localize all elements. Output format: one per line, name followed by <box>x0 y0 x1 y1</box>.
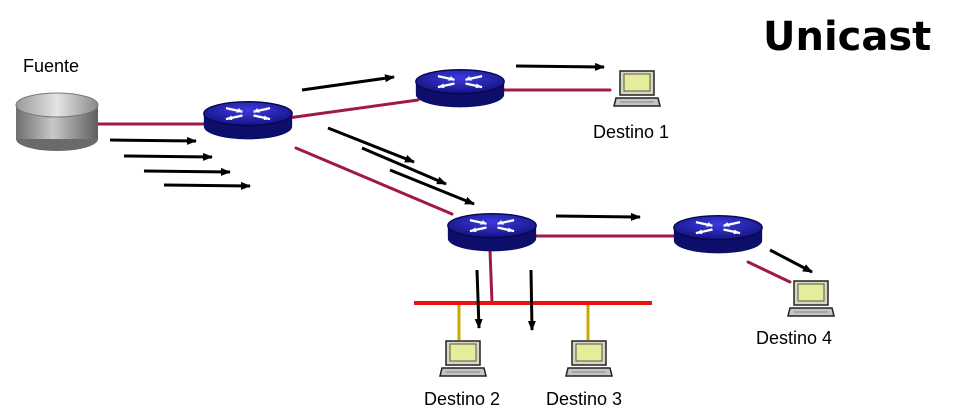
label-destino-1: Destino 1 <box>593 122 669 142</box>
arrow-c-to-d <box>555 212 641 221</box>
dest4-laptop-icon <box>787 280 835 317</box>
label-destino-3: Destino 3 <box>546 389 622 409</box>
link-router-a-router-b <box>286 98 420 120</box>
arrow-source-1 <box>109 136 197 145</box>
arrow-a-to-c-1 <box>327 126 415 164</box>
arrow-c-to-dest2 <box>474 269 483 329</box>
router-d-icon <box>672 214 764 255</box>
arrow-a-to-b <box>301 74 395 92</box>
arrow-b-to-dest1 <box>515 62 605 71</box>
arrow-a-to-c-3 <box>389 168 475 206</box>
link-router-a-router-c <box>294 146 454 216</box>
dest3-laptop-icon <box>565 340 613 377</box>
link-router-c-lan <box>488 248 494 305</box>
router-c-icon <box>446 212 538 253</box>
dest2-laptop-icon <box>439 340 487 377</box>
arrow-source-2 <box>123 152 213 161</box>
arrow-a-to-c-2 <box>361 146 447 186</box>
label-destino-2: Destino 2 <box>424 389 500 409</box>
arrow-source-3 <box>143 167 231 176</box>
diagram-title: Unicast <box>763 14 931 60</box>
source-server-icon <box>15 92 99 151</box>
network-links <box>96 88 792 305</box>
flow-arrows <box>109 62 813 331</box>
label-fuente: Fuente <box>23 56 79 76</box>
arrow-c-to-dest3 <box>527 269 536 331</box>
arrow-source-4 <box>163 181 251 190</box>
dest1-laptop-icon <box>613 70 661 107</box>
arrow-d-to-dest4 <box>769 248 813 274</box>
label-destino-4: Destino 4 <box>756 328 832 348</box>
router-b-icon <box>414 68 506 109</box>
router-a-icon <box>202 100 294 141</box>
link-router-d-dest4 <box>746 260 792 284</box>
